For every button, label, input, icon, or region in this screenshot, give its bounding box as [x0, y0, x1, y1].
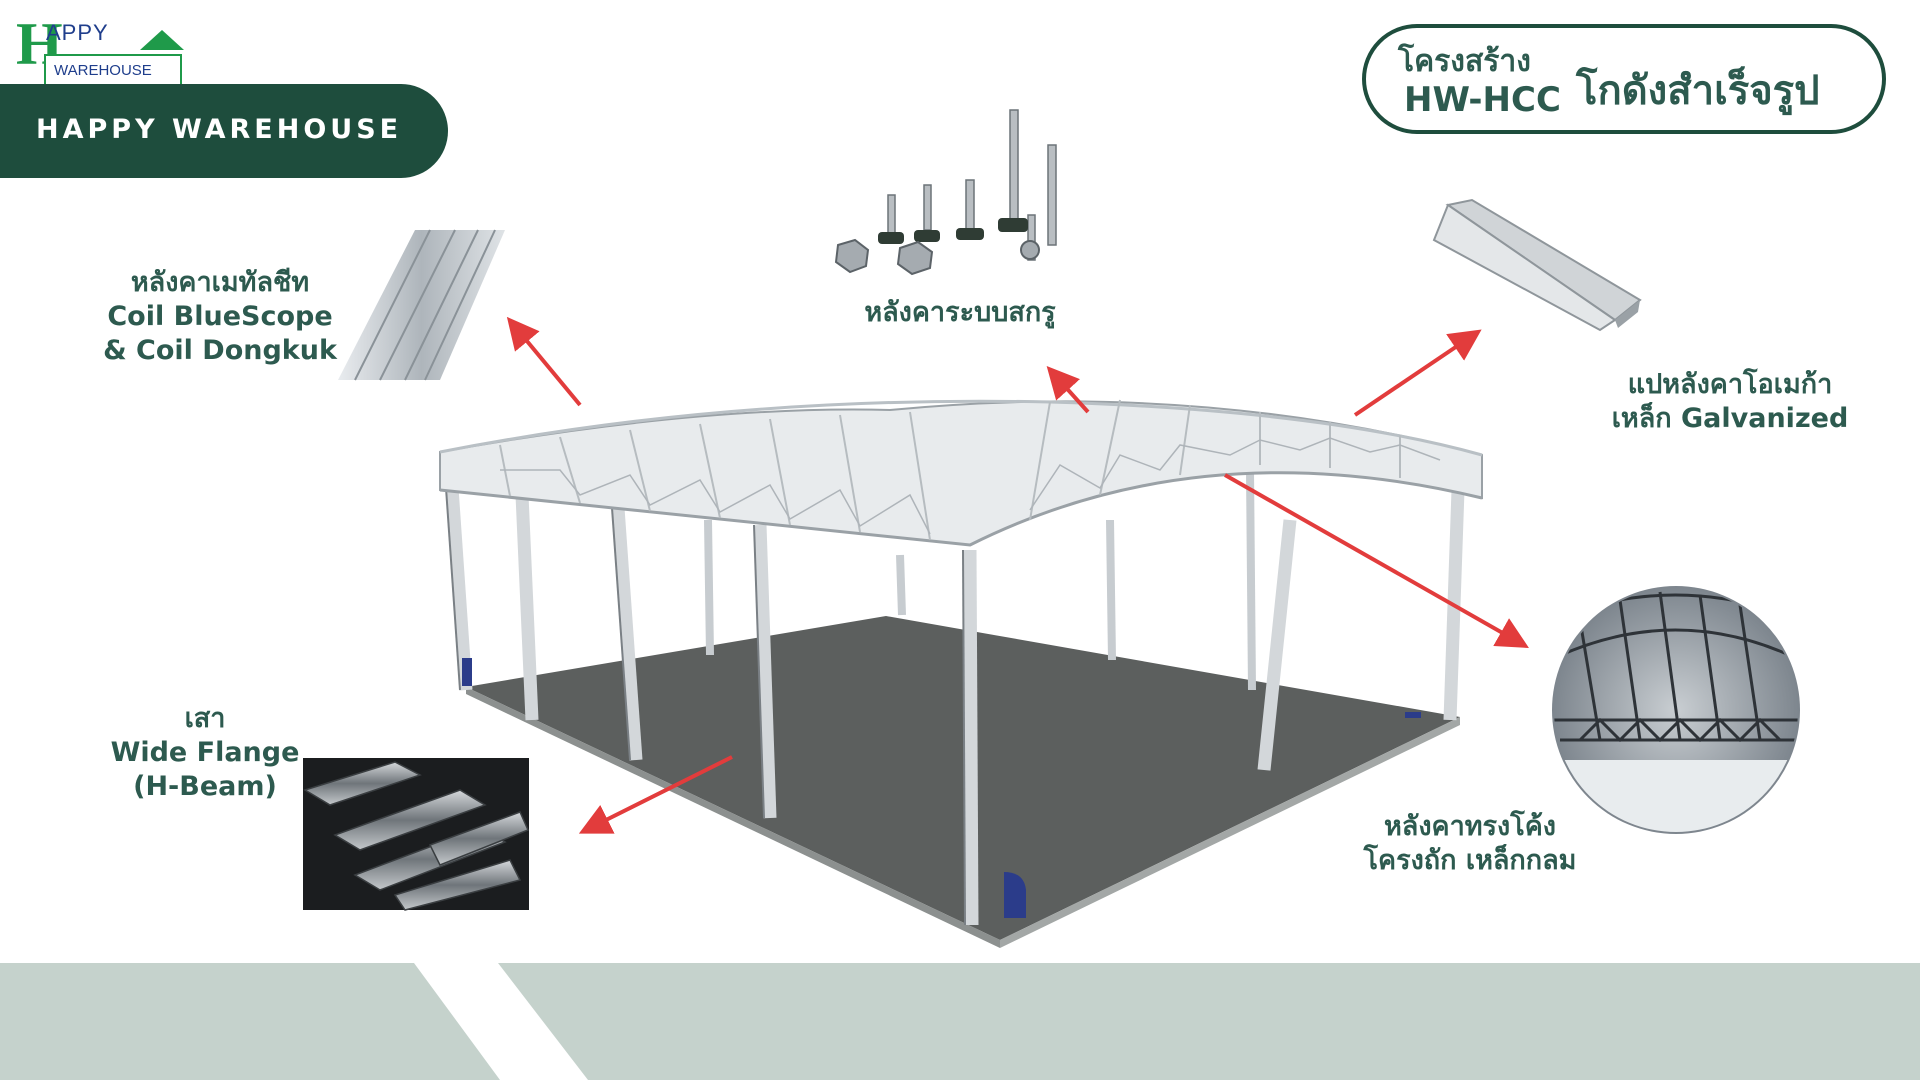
screws-image — [834, 109, 1057, 276]
brand-name: HAPPY WAREHOUSE — [36, 114, 403, 145]
metal-sheet-image — [338, 229, 505, 381]
curved-roof-photo — [1552, 586, 1800, 834]
label-roof-metal-line-2: Coil BlueScope — [107, 301, 333, 332]
title-box: โครงสร้าง HW-HCC โกดังสำเร็จรูป — [1362, 24, 1886, 134]
h-beam-image — [303, 758, 530, 911]
label-roof-metal-line-3: & Coil Dongkuk — [103, 335, 337, 366]
label-purlin-line-1: แปหลังคาโอเมก้า — [1627, 369, 1833, 400]
purlin-image — [1432, 198, 1642, 332]
label-column-line-1: เสา — [184, 703, 226, 734]
column-outlines — [445, 487, 966, 926]
back-columns — [704, 469, 1256, 691]
label-purlin-line-2: เหล็ก Galvanized — [1611, 403, 1849, 434]
label-column: เสา Wide Flange (H-Beam) — [100, 702, 310, 804]
logo-appy-text: APPY — [46, 20, 109, 45]
curved-roof — [439, 399, 1483, 547]
logo-roof-icon — [140, 30, 184, 50]
label-roof-metal-line-1: หลังคาเมทัลชีท — [130, 267, 310, 298]
label-column-line-2: Wide Flange — [110, 737, 300, 768]
brand-logo: H APPY WAREHOUSE — [16, 14, 184, 88]
logo-warehouse-text: WAREHOUSE — [54, 62, 152, 79]
title-large: โกดังสำเร็จรูป — [1576, 68, 1820, 114]
label-purlin: แปหลังคาโอเมก้า เหล็ก Galvanized — [1590, 368, 1870, 436]
title-code: HW-HCC — [1404, 80, 1561, 120]
label-roof-screw: หลังคาระบบสกรู — [840, 296, 1080, 330]
label-column-line-3: (H-Beam) — [133, 771, 277, 802]
front-columns — [445, 487, 1465, 926]
pointer-arrows — [506, 316, 1529, 834]
label-curved-roof-line-2: โครงถัก เหล็กกลม — [1363, 845, 1577, 876]
title-small: โครงสร้าง — [1398, 44, 1531, 79]
label-roof-screw-line-1: หลังคาระบบสกรู — [864, 297, 1056, 328]
bottom-band — [0, 963, 1920, 1080]
label-roof-metal: หลังคาเมทัลชีท Coil BlueScope & Coil Don… — [90, 266, 350, 368]
label-curved-roof: หลังคาทรงโค้ง โครงถัก เหล็กกลม — [1320, 810, 1620, 878]
brand-banner: HAPPY WAREHOUSE — [0, 84, 448, 178]
warehouse-floor — [466, 616, 1460, 948]
logo-warehouse-box: WAREHOUSE — [44, 54, 182, 88]
base-plates — [462, 658, 1421, 918]
label-curved-roof-line-1: หลังคาทรงโค้ง — [1384, 811, 1556, 842]
